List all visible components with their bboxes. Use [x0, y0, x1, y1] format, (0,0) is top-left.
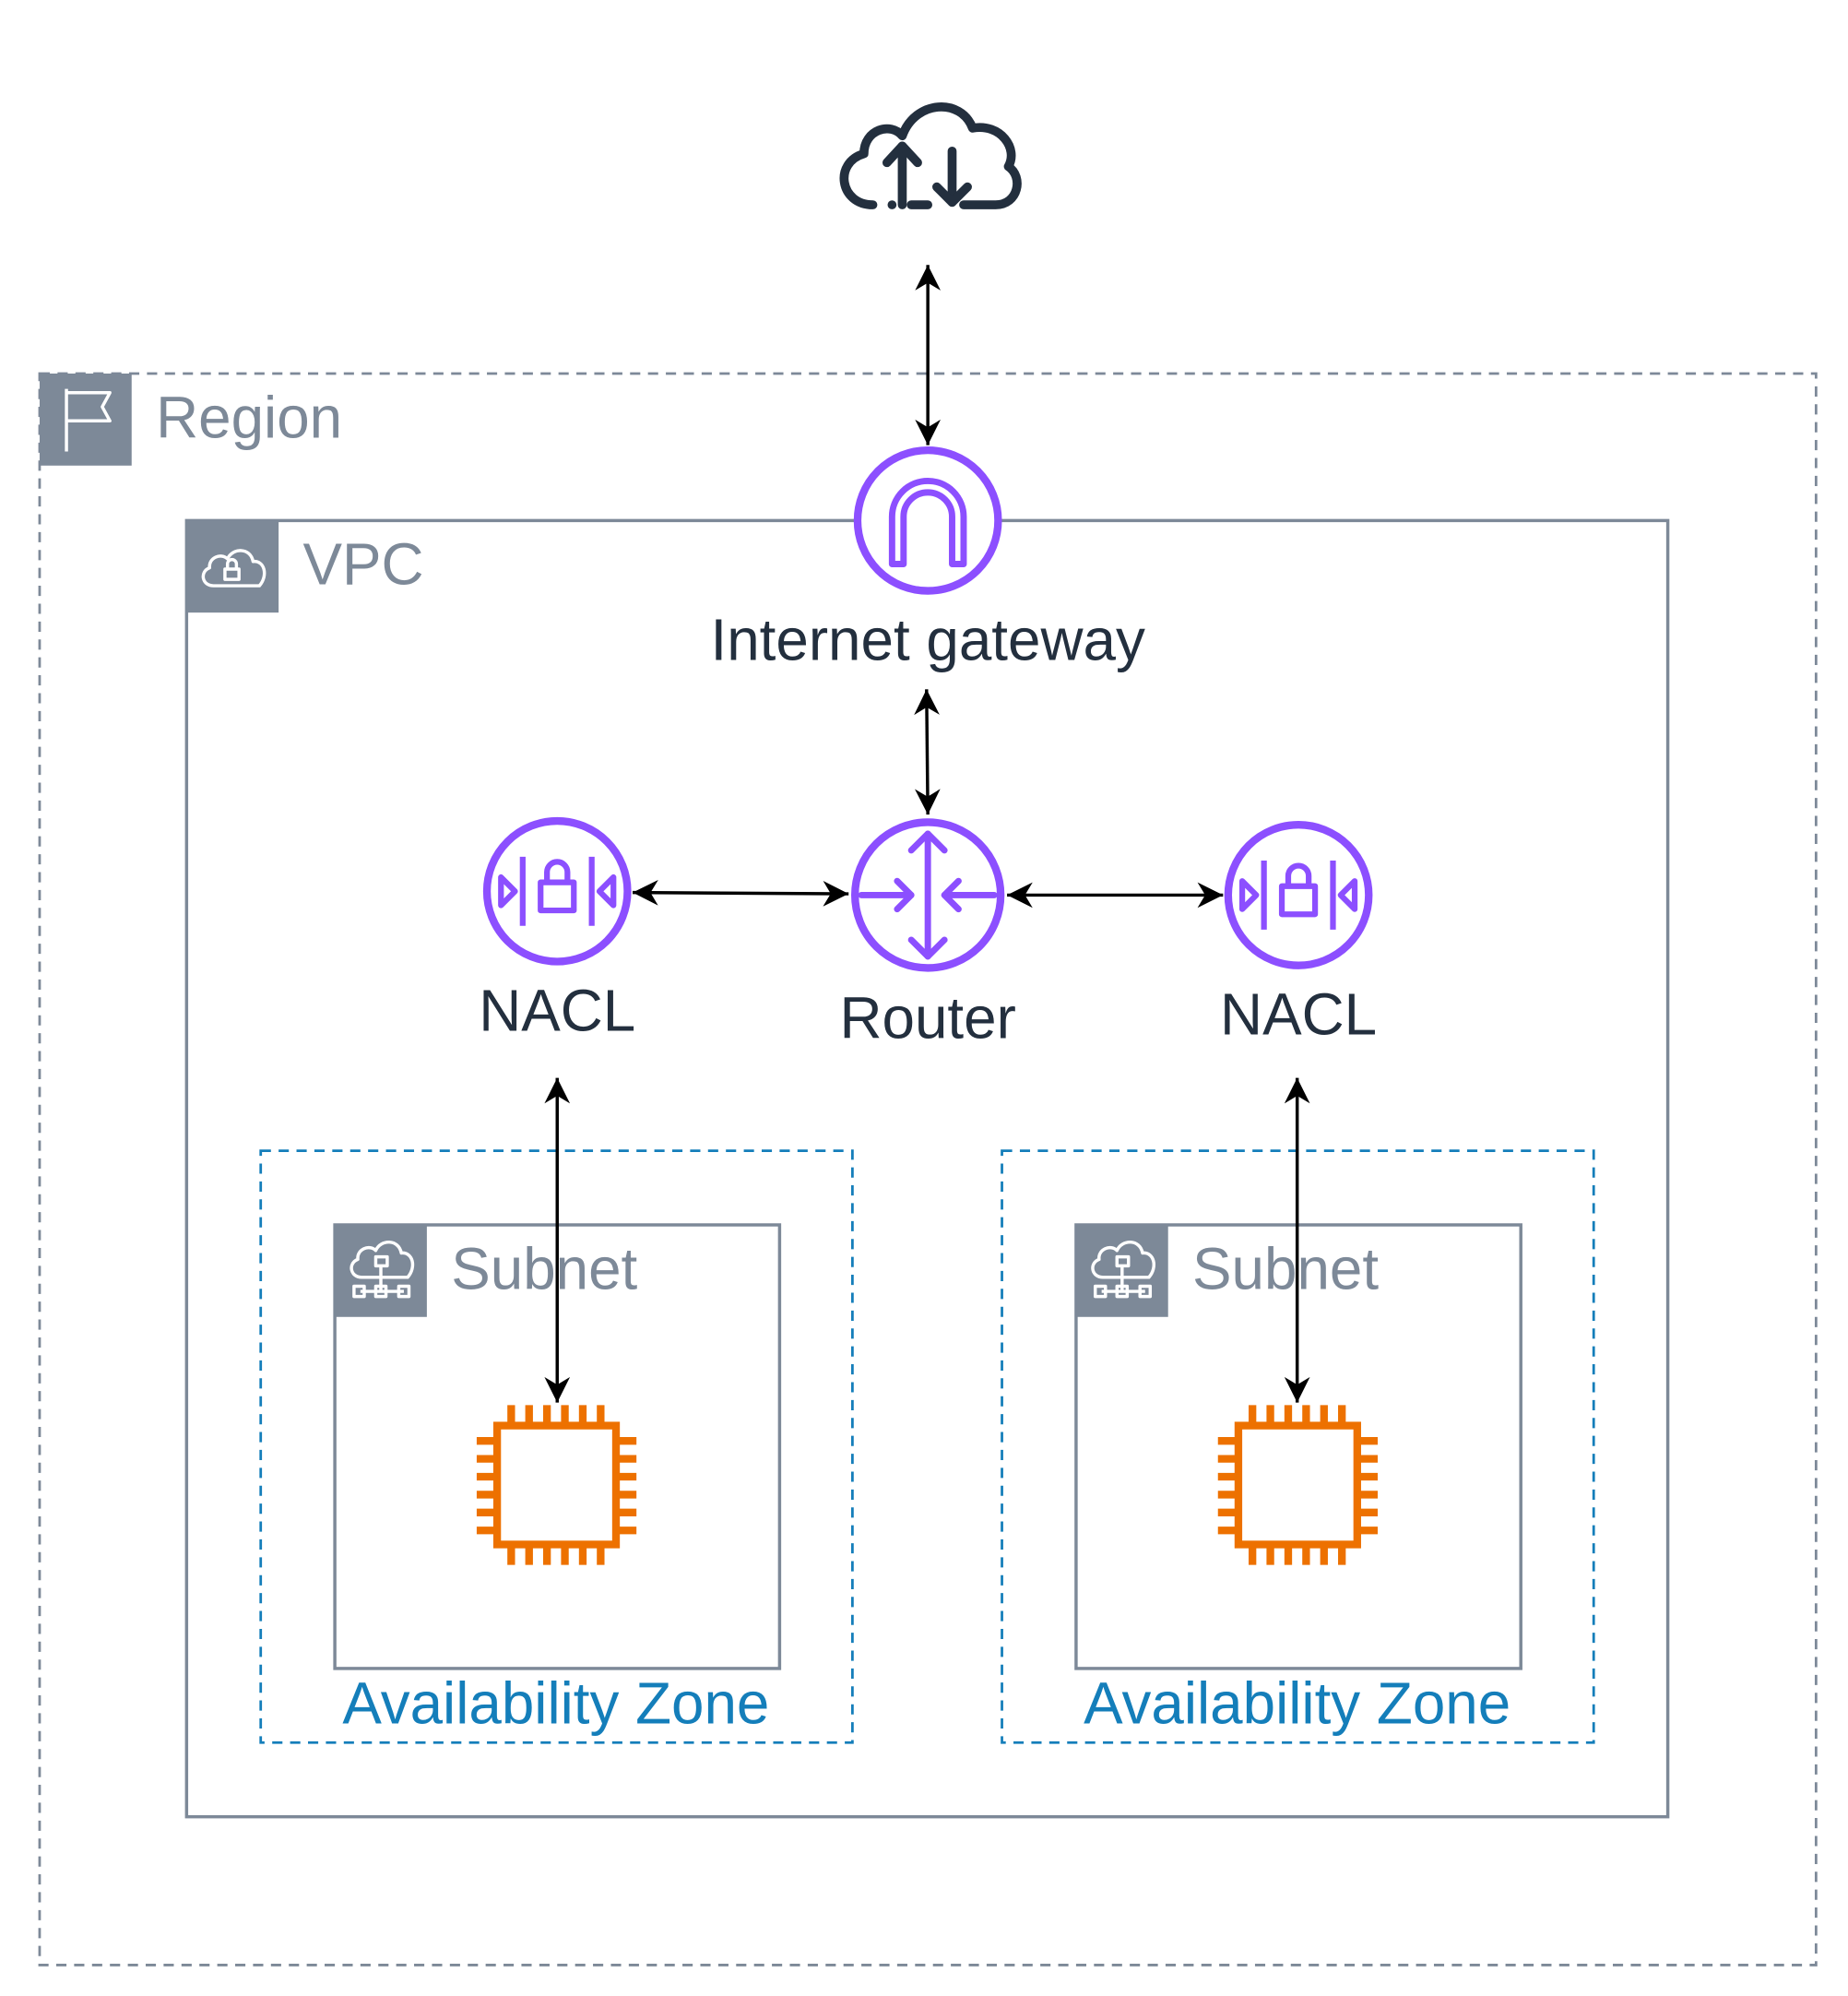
region-label: Region [156, 384, 342, 450]
connectors [544, 265, 1310, 1403]
router-icon [858, 830, 998, 960]
nacl-right-label: NACL [1220, 980, 1377, 1047]
internet-gateway-icon [888, 477, 967, 567]
availability-zone-right[interactable]: Availability Zone [1001, 1149, 1595, 1744]
ec2-instance-chip-icon [492, 1421, 621, 1549]
subnet-left-label: Subnet [451, 1235, 637, 1301]
region-group[interactable]: Region [38, 372, 1818, 1966]
availability-zone-right-label: Availability Zone [1084, 1669, 1510, 1736]
router-label: Router [839, 985, 1015, 1051]
ec2-instance-chip-icon [1234, 1421, 1361, 1549]
network-acl-icon [498, 856, 617, 926]
vpc-label: VPC [302, 531, 423, 598]
router-node[interactable]: Router [839, 818, 1016, 1051]
availability-zone-left-label: Availability Zone [342, 1669, 769, 1736]
ec2-instance-left[interactable] [476, 1405, 637, 1565]
ec2-instance-right[interactable] [1217, 1405, 1378, 1565]
network-acl-icon [1238, 861, 1358, 930]
subnet-right-label: Subnet [1192, 1235, 1379, 1301]
subnet-cloud-network-icon [349, 1240, 415, 1299]
nacl-left-node[interactable]: NACL [479, 816, 635, 1043]
nacl-left-label: NACL [479, 977, 635, 1043]
nacl-right-node[interactable]: NACL [1220, 821, 1377, 1047]
internet-gateway-label: Internet gateway [710, 606, 1144, 672]
edge-gateway-router[interactable] [914, 689, 941, 815]
subnet-cloud-network-icon [1091, 1240, 1155, 1299]
edge-nacl-left-router[interactable] [633, 879, 849, 907]
region-flag-icon [65, 388, 112, 452]
vpc-cloud-lock-icon [201, 549, 267, 588]
internet-cloud-icon[interactable] [839, 102, 1022, 209]
internet-gateway-node[interactable]: Internet gateway [710, 446, 1145, 672]
